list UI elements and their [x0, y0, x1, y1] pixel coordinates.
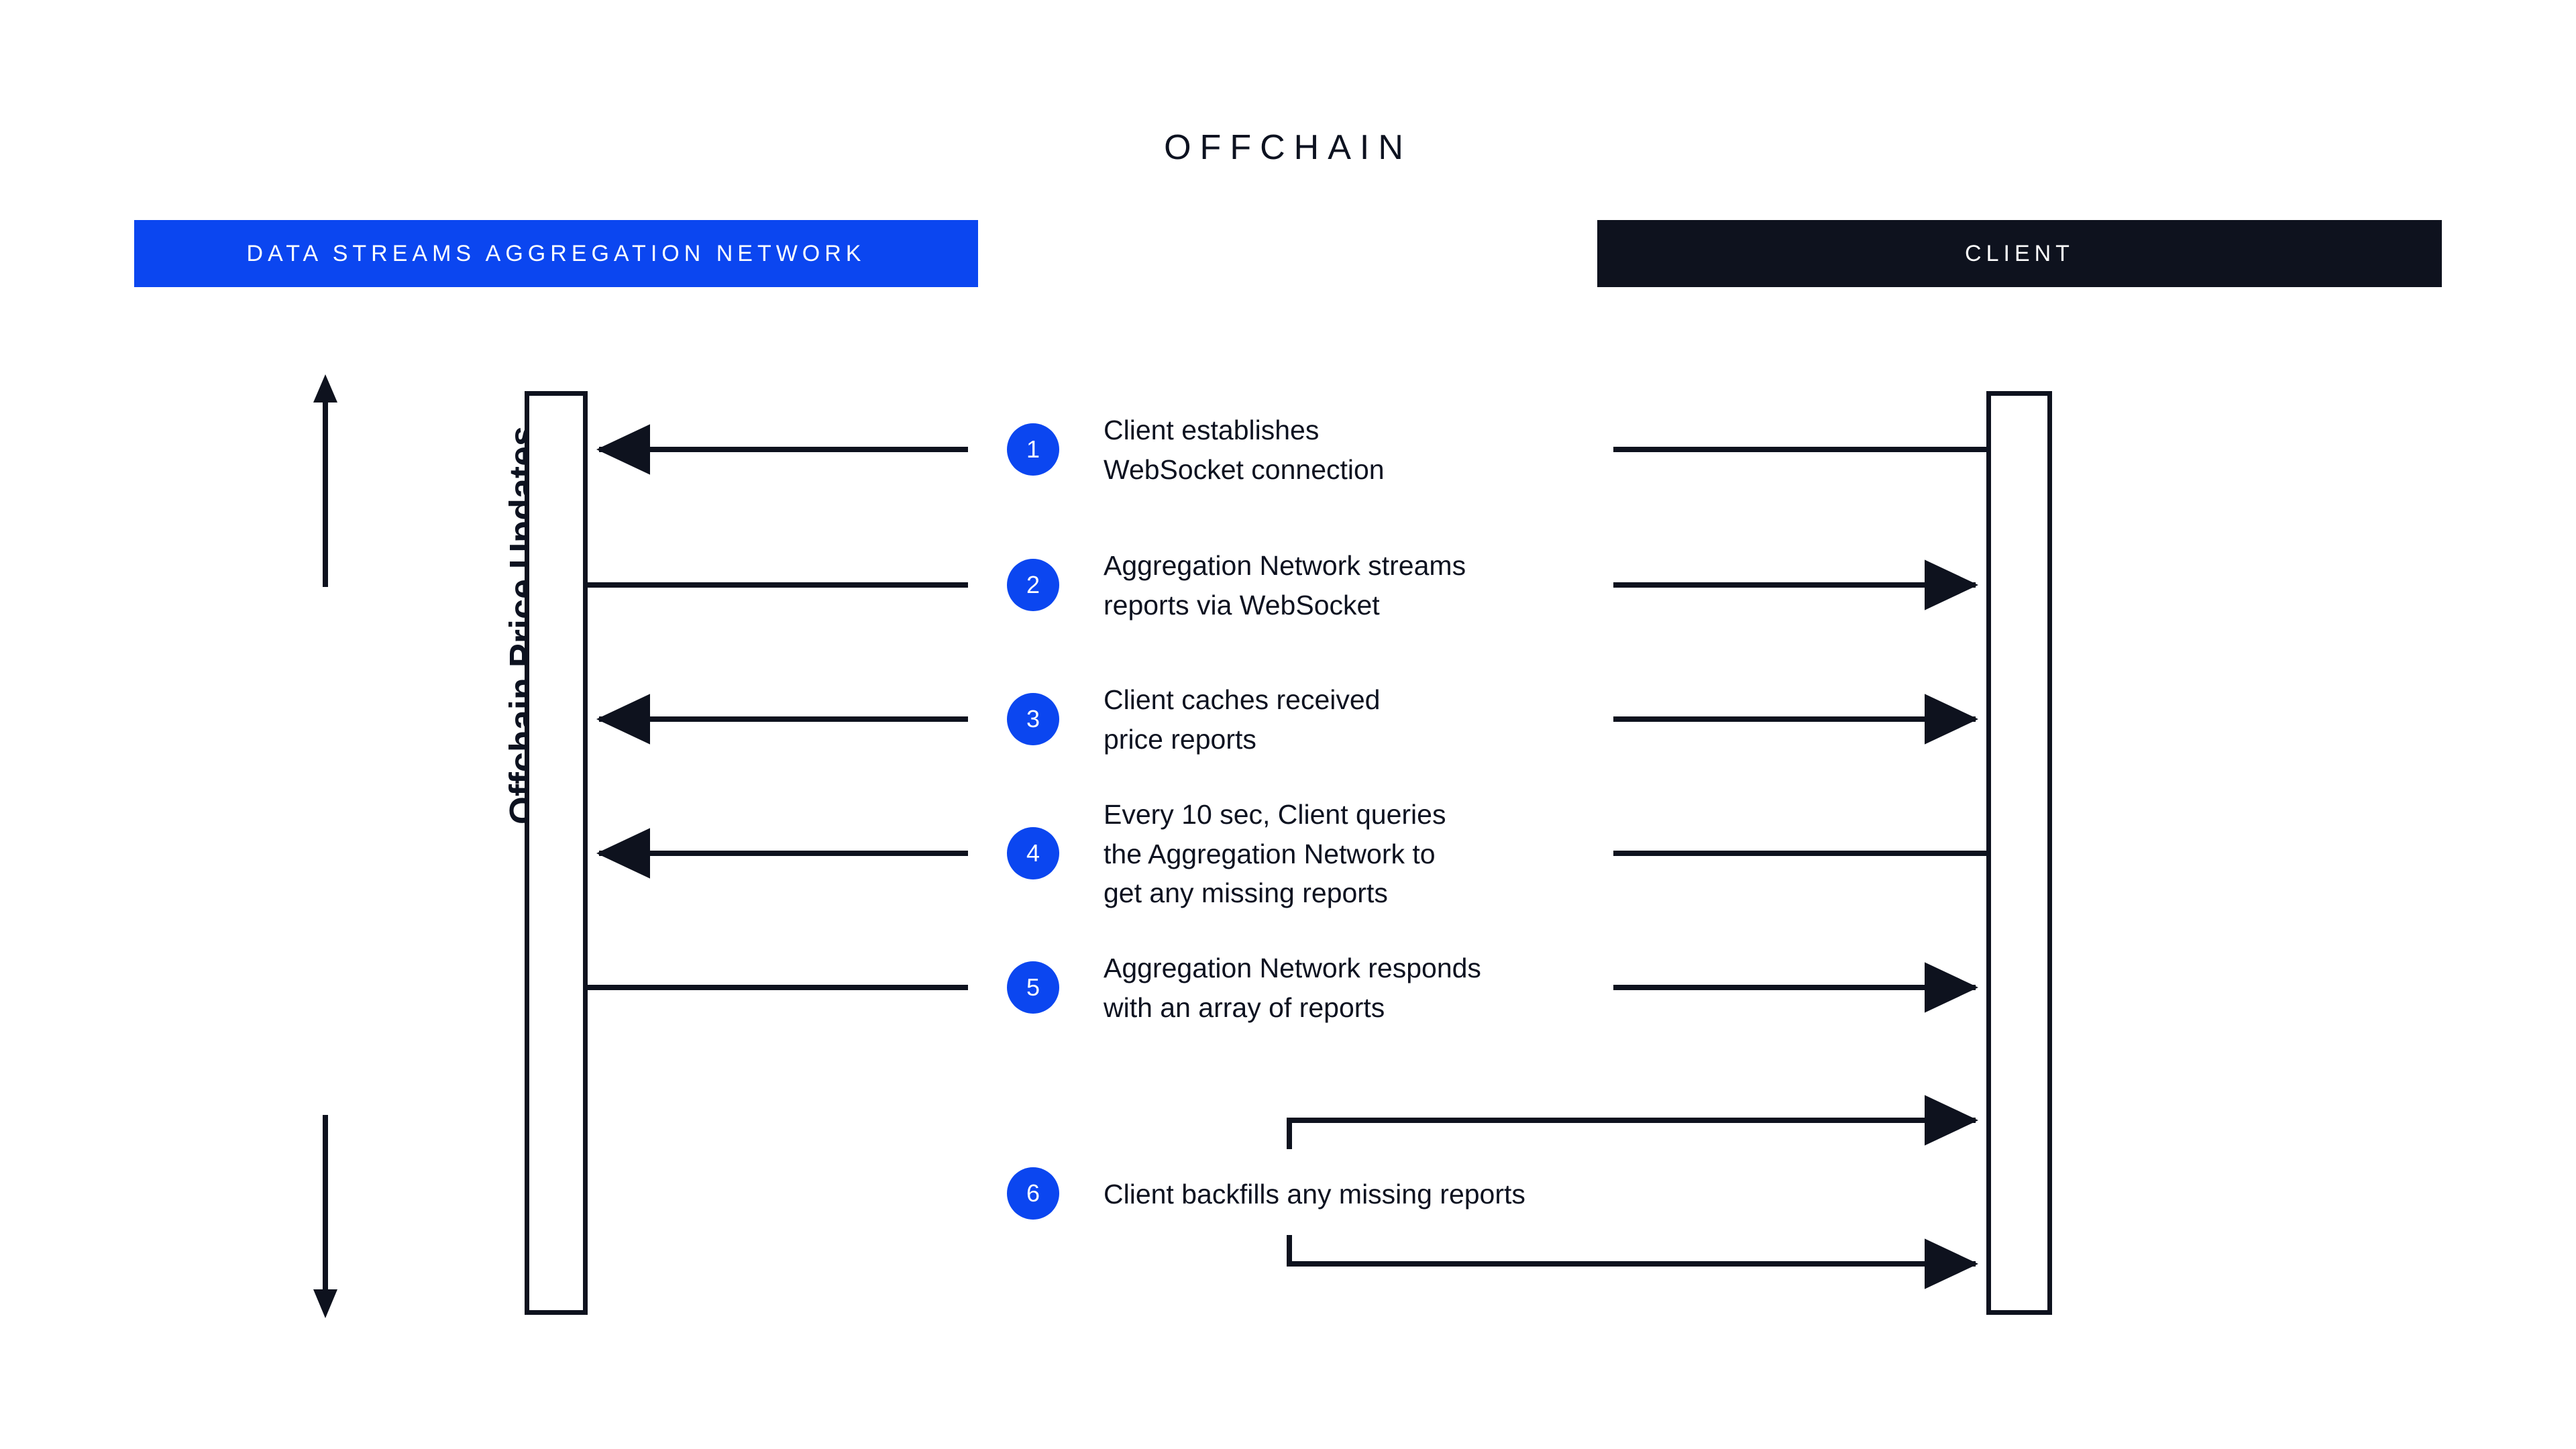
step-description-4: Every 10 sec, Client queries the Aggrega…	[1104, 799, 1446, 909]
actor-header-label: CLIENT	[1965, 240, 2074, 266]
lifeline-client	[1986, 391, 2052, 1315]
step-number-3: 3	[1026, 705, 1040, 733]
step-number-2: 2	[1026, 571, 1040, 598]
step-number-badge-1: 1	[1007, 423, 1059, 476]
step-6-connector-top	[1287, 1095, 1978, 1149]
axis-arrow-up	[313, 374, 337, 587]
axis-arrow-down	[313, 1115, 337, 1318]
step-number-1: 1	[1026, 435, 1040, 463]
step-number-badge-3: 3	[1007, 693, 1059, 745]
step-number-badge-6: 6	[1007, 1167, 1059, 1220]
actor-header-aggregation-network: DATA STREAMS AGGREGATION NETWORK	[134, 220, 978, 287]
step-number-badge-2: 2	[1007, 559, 1059, 611]
step-number-6: 6	[1026, 1179, 1040, 1207]
step-description-6: Client backfills any missing reports	[1104, 1179, 1525, 1210]
step-description-3: Client caches received price reports	[1104, 684, 1381, 755]
step-description-2: Aggregation Network streams reports via …	[1104, 550, 1466, 621]
page-title: OFFCHAIN	[1164, 128, 1412, 167]
step-description-5: Aggregation Network responds with an arr…	[1104, 953, 1481, 1023]
step-number-5: 5	[1026, 973, 1040, 1001]
step-number-badge-4: 4	[1007, 827, 1059, 879]
step-number-badge-5: 5	[1007, 961, 1059, 1014]
step-description-1: Client establishes WebSocket connection	[1104, 415, 1385, 485]
step-number-4: 4	[1026, 839, 1040, 867]
step-6-connector-bottom	[1287, 1235, 1978, 1289]
lifeline-aggregation-network	[525, 391, 588, 1315]
actor-header-client: CLIENT	[1597, 220, 2442, 287]
actor-header-label: DATA STREAMS AGGREGATION NETWORK	[246, 240, 866, 266]
